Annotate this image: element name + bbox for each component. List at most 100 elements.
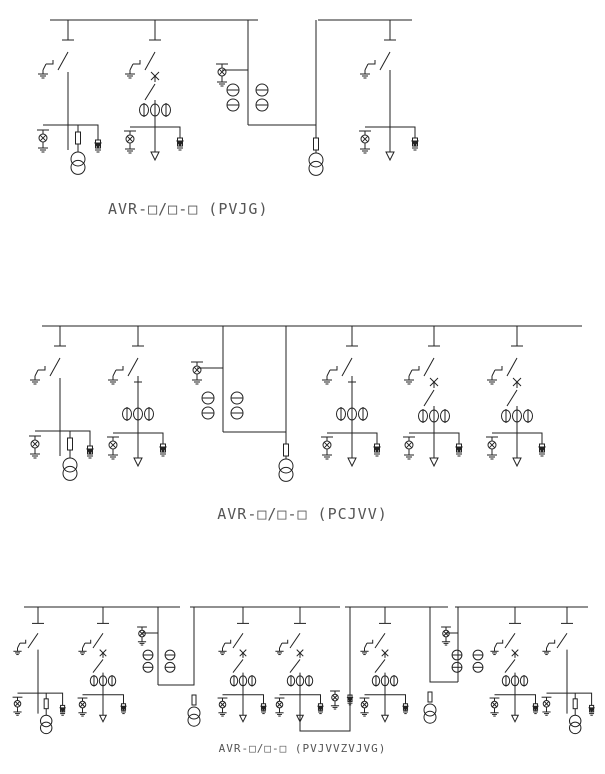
indicator-arrow [94, 142, 102, 149]
wire [46, 60, 54, 65]
wire [279, 642, 283, 649]
fuse [75, 131, 81, 145]
surge-arrester [137, 626, 147, 646]
switch-blade [27, 632, 39, 649]
load-arrow [238, 714, 248, 723]
indicator-arrow [317, 705, 324, 712]
earthing-switch [404, 366, 420, 385]
current-transformers [286, 675, 314, 687]
transformer-symbol [568, 714, 582, 735]
wire [405, 441, 413, 449]
wire [130, 126, 181, 138]
surge-arrester [107, 436, 119, 460]
voltage-indicator [317, 703, 324, 715]
panel-breaker-feeder [124, 20, 184, 162]
switch-blade [144, 51, 156, 71]
transformer-symbol [62, 457, 78, 481]
wire [361, 701, 368, 708]
panel-metering [191, 326, 294, 482]
indicator-arrow [588, 707, 595, 713]
earthing-switch [218, 639, 232, 656]
winding-circle [308, 160, 324, 176]
current-transformers [501, 409, 533, 423]
load-arrow [133, 457, 143, 468]
diagram-pvjg [37, 19, 419, 176]
wire [84, 639, 92, 644]
wire [323, 441, 331, 449]
wire [42, 63, 47, 71]
indicator-arrow [538, 446, 546, 453]
load-arrow [510, 714, 520, 723]
earth-symbol [13, 708, 22, 716]
switch-blade [423, 357, 435, 377]
wire [279, 694, 321, 704]
current-transformers [122, 407, 154, 421]
wire [488, 441, 496, 449]
switch-blade [289, 632, 301, 649]
wire [412, 366, 420, 371]
wire [113, 432, 164, 444]
earth-symbol [275, 648, 284, 656]
fuse [283, 443, 289, 457]
panel-transformer-incoming [541, 607, 595, 735]
wire [39, 134, 47, 142]
wire [222, 642, 226, 649]
earth-symbol [218, 648, 227, 656]
switch-blade [49, 357, 61, 377]
panel-breaker-feeder [274, 607, 324, 723]
earthing-switch [322, 366, 338, 385]
earthing-switch [78, 639, 92, 656]
earth-symbol [125, 145, 135, 154]
earth-symbol [404, 451, 414, 460]
voltage-transformer [472, 649, 484, 673]
panel-breaker-feeder [217, 607, 267, 723]
voltage-indicator [159, 443, 167, 457]
earth-symbol [38, 70, 48, 79]
surge-arrester [12, 696, 23, 716]
winding-circle [568, 714, 582, 728]
wire [546, 642, 550, 649]
surge-arrester [29, 435, 41, 459]
winding-circle [187, 713, 201, 727]
surge-arrester [359, 697, 370, 717]
load-arrow [512, 457, 522, 468]
switch-blade [341, 357, 353, 377]
earth-symbol [275, 709, 284, 717]
transformer-symbol [423, 703, 437, 724]
surge-arrester [77, 697, 88, 717]
current-transformers [501, 675, 529, 687]
switch-blade [144, 83, 156, 101]
winding-circle [308, 152, 324, 168]
earth-symbol [38, 144, 48, 153]
surge-arrester [217, 697, 228, 717]
wire [495, 366, 503, 371]
indicator-arrow [86, 448, 94, 455]
voltage-indicator [588, 704, 595, 716]
transformer-symbol [39, 714, 53, 735]
transformer-symbol [70, 151, 86, 175]
panel-transformer-incoming [12, 607, 66, 735]
switch-blade [374, 632, 386, 649]
indicator-arrow [176, 140, 184, 147]
wire [35, 430, 91, 446]
panel-outgoing [359, 20, 419, 162]
wire [365, 126, 416, 138]
earthing-switch [487, 366, 503, 385]
wire [364, 694, 406, 704]
wire [126, 135, 134, 143]
fuse [572, 698, 578, 710]
wire [361, 135, 369, 143]
panel-breaker-feeder [403, 326, 463, 468]
wire [219, 701, 226, 708]
earthing-switch [360, 60, 376, 79]
surge-arrester [37, 129, 49, 153]
indicator-arrow [59, 707, 66, 713]
wire [158, 607, 195, 686]
earth-symbol [108, 376, 118, 385]
earth-symbol [404, 376, 414, 385]
earth-symbol [137, 638, 147, 646]
indicator-arrow [455, 446, 463, 453]
voltage-indicator [59, 704, 66, 716]
wire [409, 432, 460, 444]
panel-bus-coupler [299, 607, 354, 732]
